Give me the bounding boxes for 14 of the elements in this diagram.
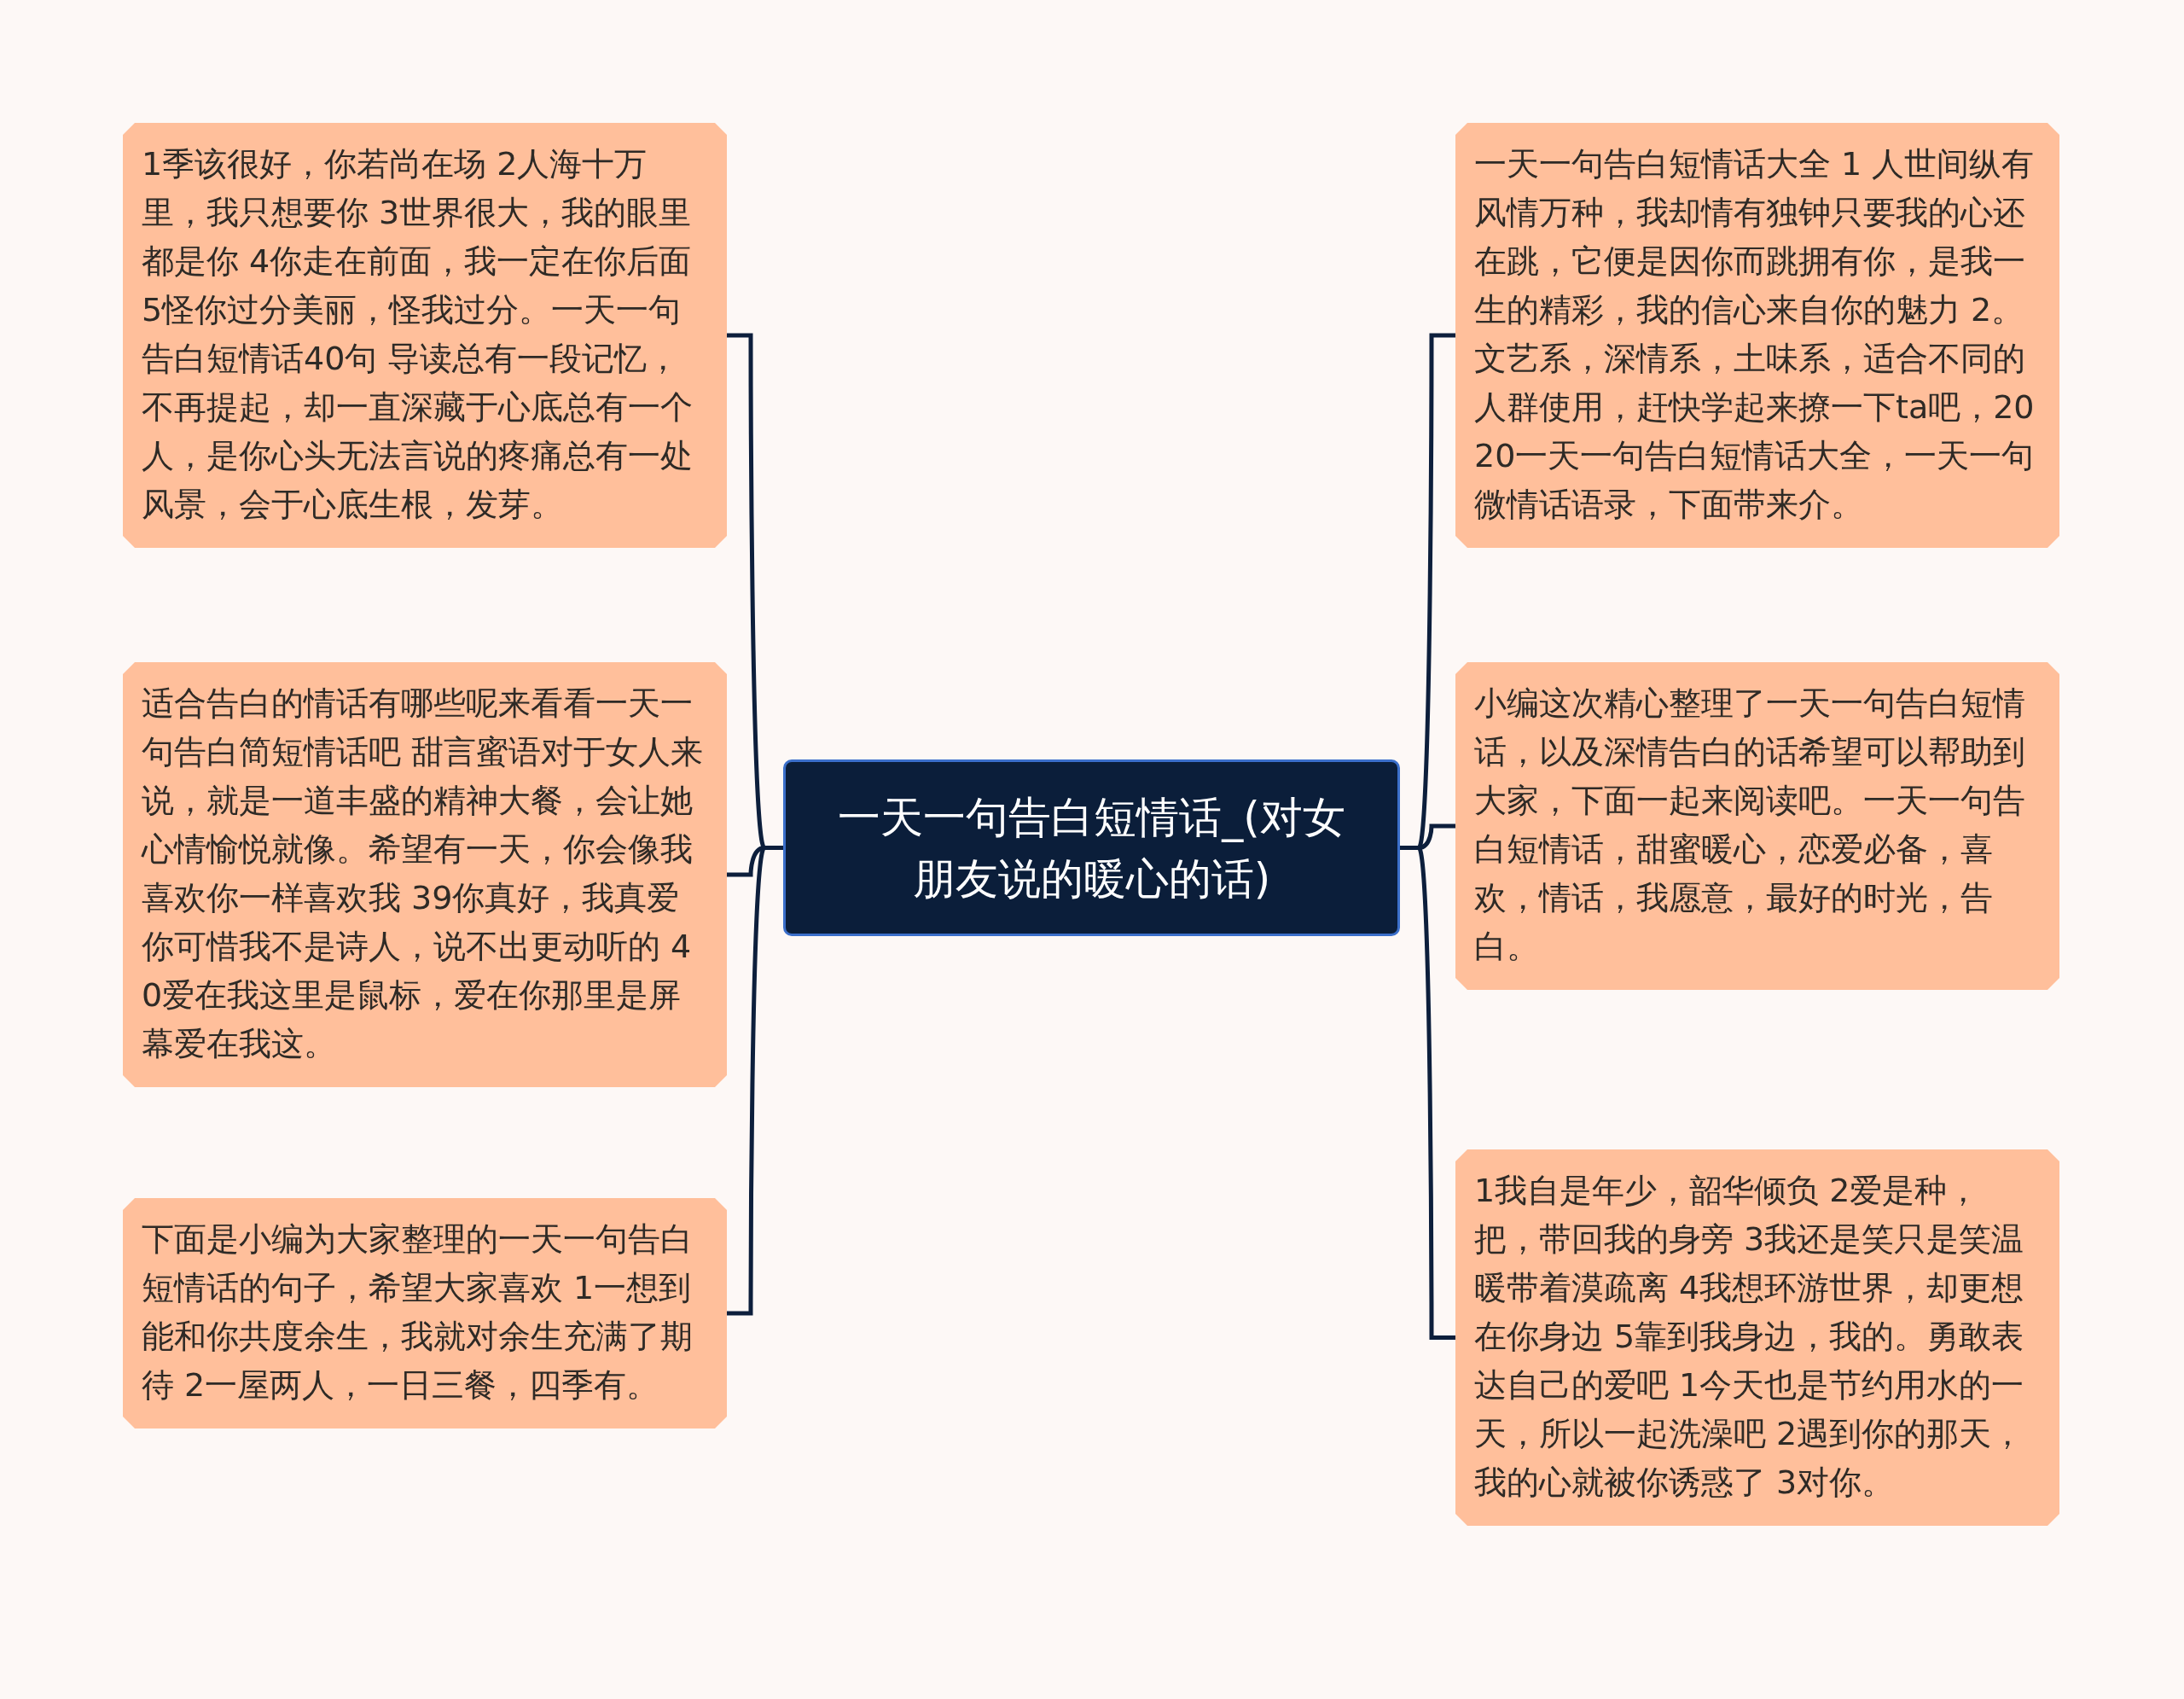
topic-text: 1季该很好，你若尚在场 2人海十万里，我只想要你 3世界很大，我的眼里都是你 4你走在前面，我一定在你后面 5怪你过分美丽，怪我过分。一天一句告白短情话40句 导读总有一段记忆，不再提起，却一直深藏于心底总有一个人，是你心头无法言说的疼痛总有一处风景，会于心底生根，发芽。	[142, 144, 694, 525]
central-topic-text: 一天一句告白短情话_(对女朋友说的暖心的话)	[837, 791, 1346, 905]
topic-card	[123, 123, 727, 548]
topic-card	[1455, 123, 2059, 548]
topic-card	[1455, 662, 2059, 990]
topic-card	[123, 662, 727, 1087]
topic-card	[1455, 1149, 2059, 1526]
topic-text: 适合告白的情话有哪些呢来看看一天一句告白简短情话吧 甜言蜜语对于女人来说，就是一道丰盛的精神大餐，会让她心情愉悦就像。希望有一天，你会像我喜欢你一样喜欢我 39你真好，我真爱你可惜我不是诗人，说不出更动听的 40爱在我这里是鼠标，爱在你那里是屏幕爱在我这。	[142, 684, 705, 1064]
topic-text: 一天一句告白短情话大全 1 人世间纵有风情万种，我却情有独钟只要我的心还在跳，它便是因你而跳拥有你，是我一生的精彩，我的信心来自你的魅力 2。文艺系，深情系，土味系，适合不同的人群使用，赶快学起来撩一下ta吧，2020一天一句告白短情话大全，一天一句微情话语录，下面带来介。	[1474, 144, 2036, 525]
topic-card	[123, 1198, 727, 1428]
topic-text: 1我自是年少，韶华倾负 2爱是种，把，带回我的身旁 3我还是笑只是笑温暖带着漠疏离 4我想环游世界，却更想在你身边 5靠到我身边，我的。勇敢表达自己的爱吧 1今天也是节约用水的一天，所以一起洗澡吧 2遇到你的那天，我的心就被你诱惑了 3对你。	[1474, 1171, 2025, 1503]
topic-text: 小编这次精心整理了一天一句告白短情话，以及深情告白的话希望可以帮助到大家，下面一起来阅读吧。一天一句告白短情话，甜蜜暖心，恋爱必备，喜欢，情话，我愿意，最好的时光，告白。	[1474, 684, 2026, 967]
central-topic-box	[783, 759, 1400, 936]
topic-text: 下面是小编为大家整理的一天一句告白短情话的句子，希望大家喜欢 1一想到能和你共度余生，我就对余生充满了期待 2一屋两人，一日三餐，四季有。	[142, 1219, 694, 1405]
